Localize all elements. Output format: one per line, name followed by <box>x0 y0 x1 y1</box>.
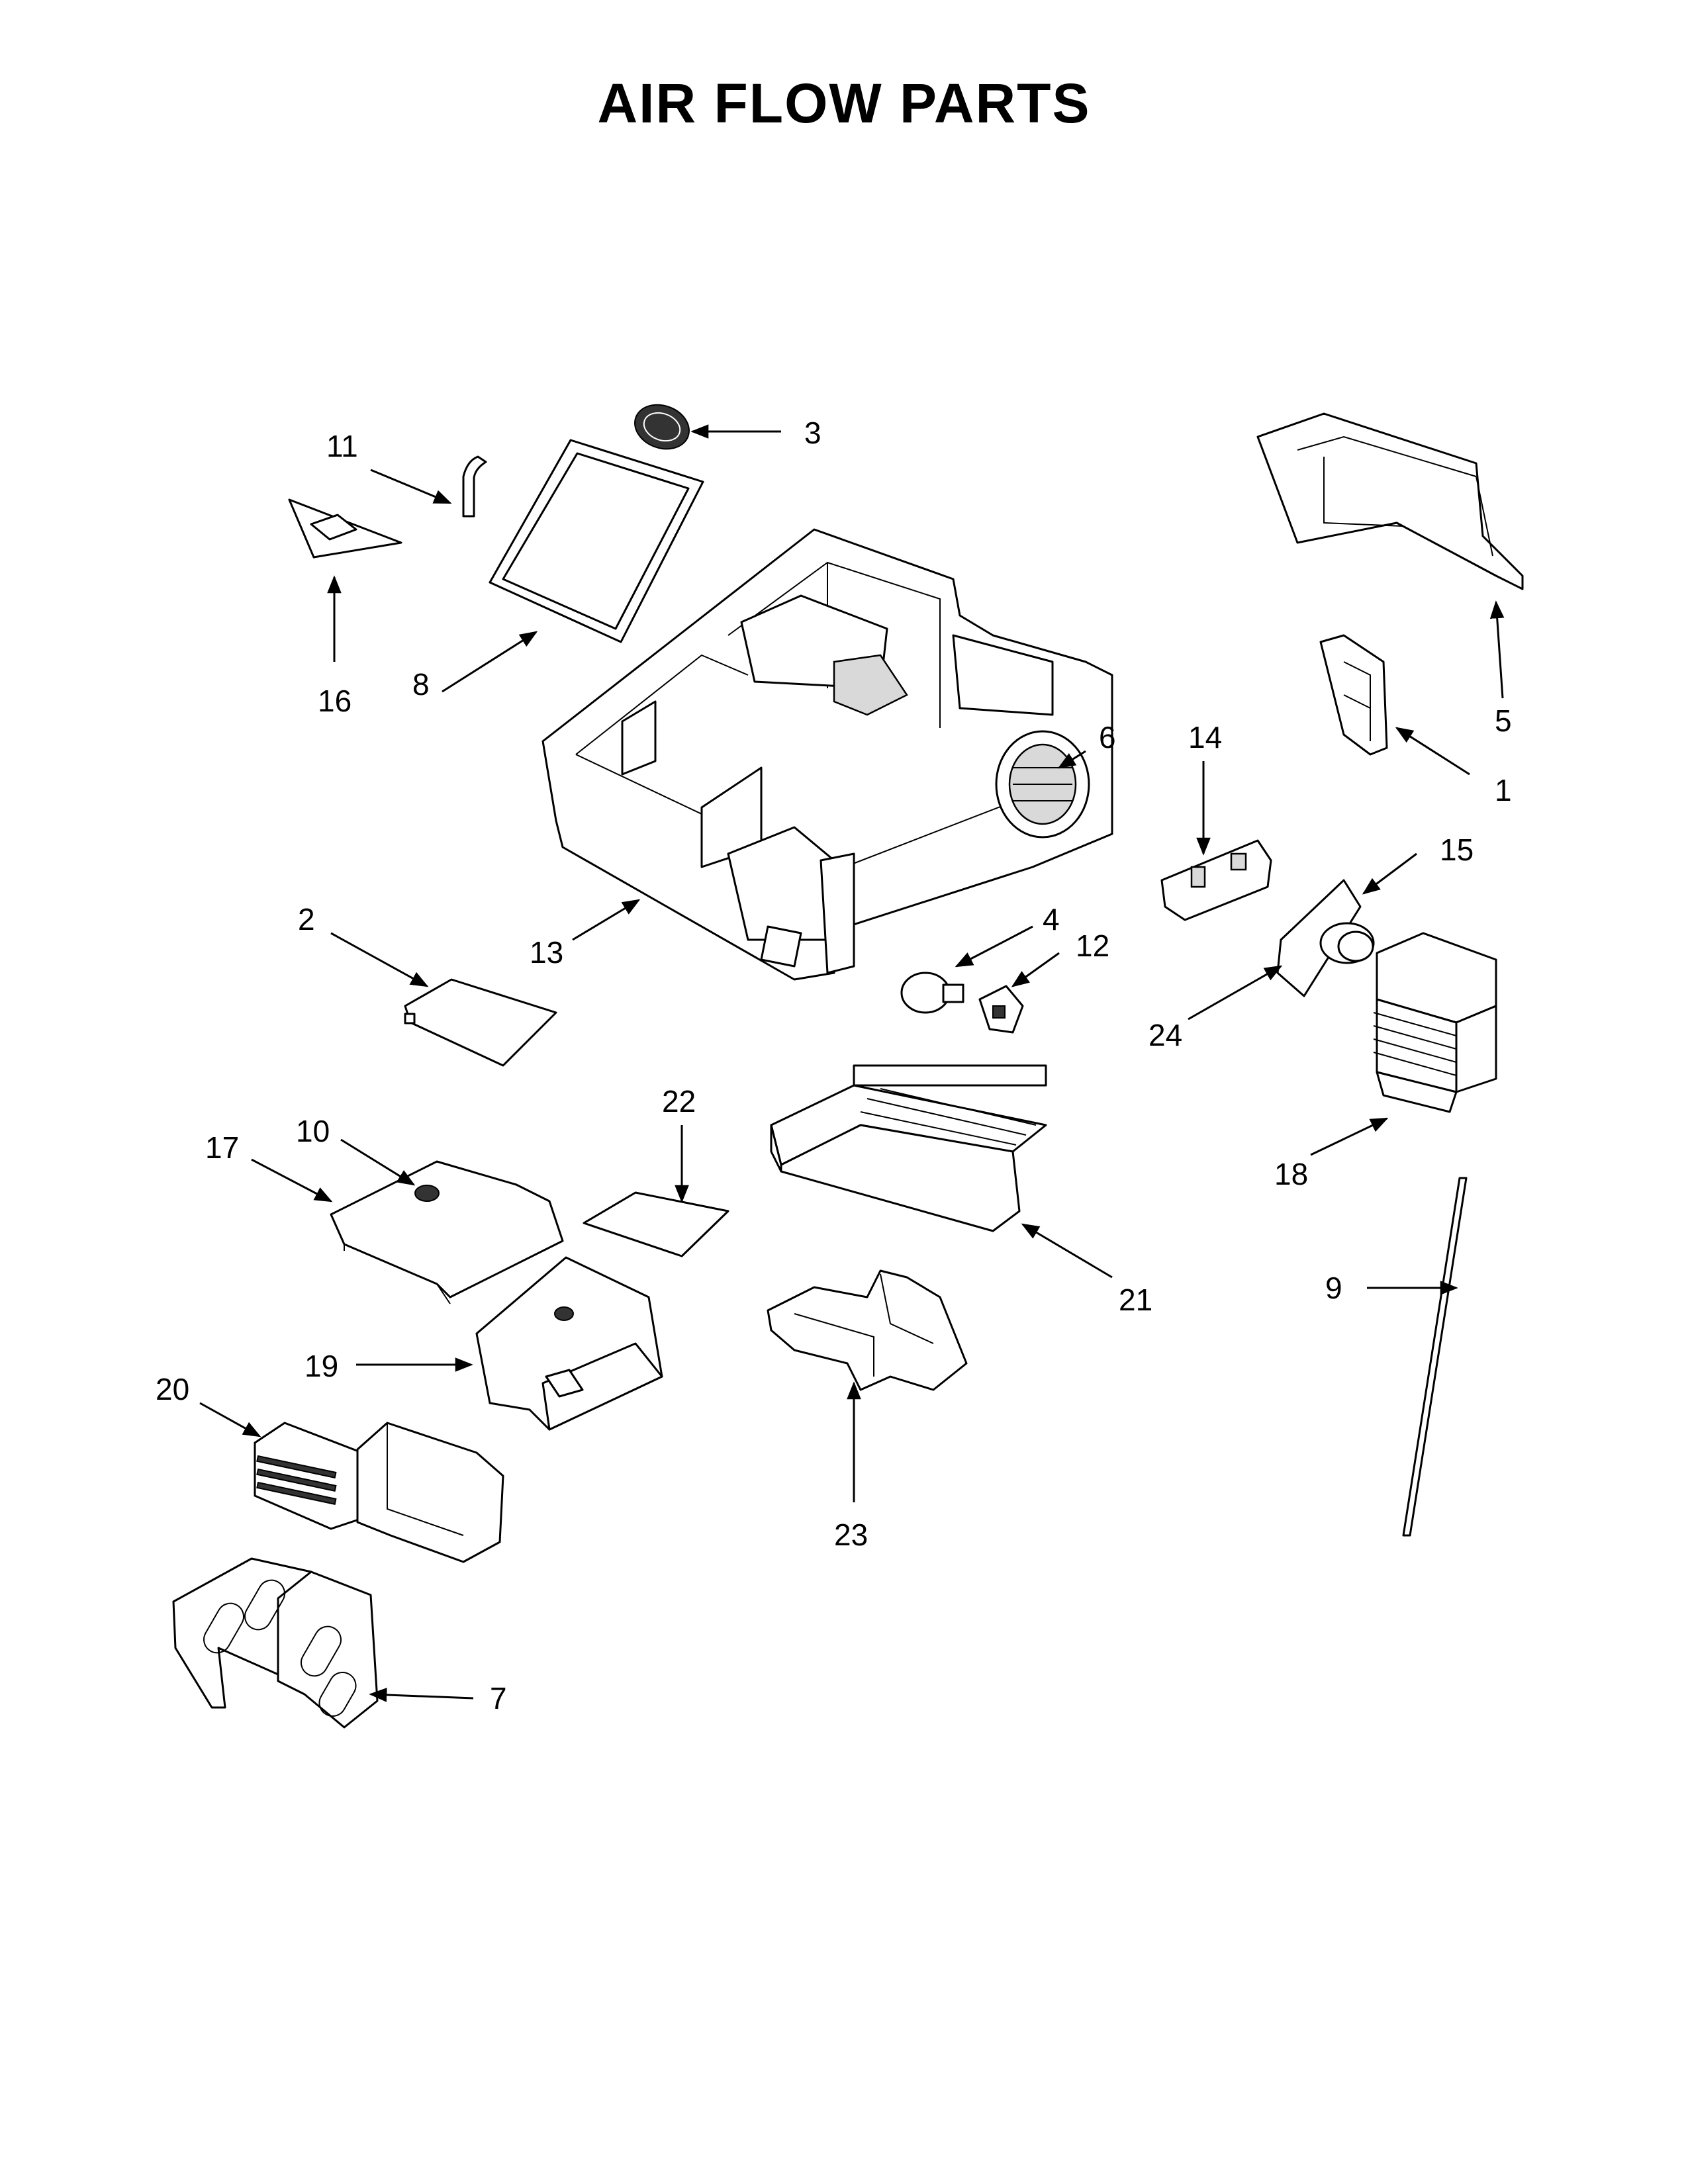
part-9-rod <box>1402 1177 1468 1537</box>
callout-15: 15 <box>1440 833 1474 867</box>
callout-13: 13 <box>530 935 563 970</box>
callout-labels: 3 11 16 8 5 1 6 14 15 24 18 2 13 4 12 22… <box>156 416 1512 1715</box>
part-6-blower-wheel <box>995 730 1090 839</box>
callout-10: 10 <box>296 1114 330 1148</box>
callout-8: 8 <box>412 667 430 702</box>
part-12-lamp-socket <box>978 985 1024 1034</box>
callout-21: 21 <box>1119 1283 1152 1317</box>
part-16-label-plate <box>288 498 402 559</box>
callout-11: 11 <box>326 429 358 463</box>
callout-23: 23 <box>834 1518 868 1552</box>
part-5-duct-shield <box>1256 412 1524 590</box>
part-10-thermostat <box>414 1185 440 1202</box>
callout-6: 6 <box>1099 720 1116 754</box>
callout-24: 24 <box>1149 1018 1182 1052</box>
part-14-sensor-board <box>1160 839 1272 921</box>
callout-5: 5 <box>1495 704 1512 738</box>
part-22-sheet <box>583 1191 729 1257</box>
part-24-knob <box>1319 922 1375 964</box>
part-7-cage <box>172 1557 379 1729</box>
callout-19: 19 <box>305 1349 338 1383</box>
leader-lines <box>199 424 1505 1702</box>
callout-20: 20 <box>156 1372 189 1406</box>
callout-3: 3 <box>804 416 821 450</box>
part-2-plate <box>404 978 557 1067</box>
part-8-filter-frame <box>489 439 704 643</box>
callout-14: 14 <box>1188 720 1222 754</box>
callout-16: 16 <box>318 684 352 718</box>
callout-22: 22 <box>662 1084 696 1118</box>
callout-18: 18 <box>1274 1157 1308 1191</box>
part-18-transformer <box>1373 932 1497 1113</box>
callout-7: 7 <box>490 1681 507 1715</box>
part-4-lamp <box>900 972 964 1014</box>
part-19-box <box>475 1256 663 1431</box>
part-17-cover <box>330 1160 564 1304</box>
part-23-air-guide <box>767 1269 968 1391</box>
callout-2: 2 <box>298 902 315 936</box>
part-3-grille <box>634 404 690 450</box>
callout-17: 17 <box>205 1130 239 1165</box>
part-11-tube <box>462 455 487 518</box>
diagram-title: AIR FLOW PARTS <box>597 72 1091 134</box>
part-21-duct <box>770 1064 1047 1232</box>
callout-1: 1 <box>1495 773 1512 807</box>
callout-12: 12 <box>1076 929 1109 963</box>
callout-4: 4 <box>1043 902 1060 936</box>
part-20-louver <box>254 1422 504 1563</box>
part-1-bracket <box>1319 634 1388 756</box>
part-13-airflow-housing <box>541 528 1113 981</box>
callout-9: 9 <box>1325 1271 1342 1305</box>
